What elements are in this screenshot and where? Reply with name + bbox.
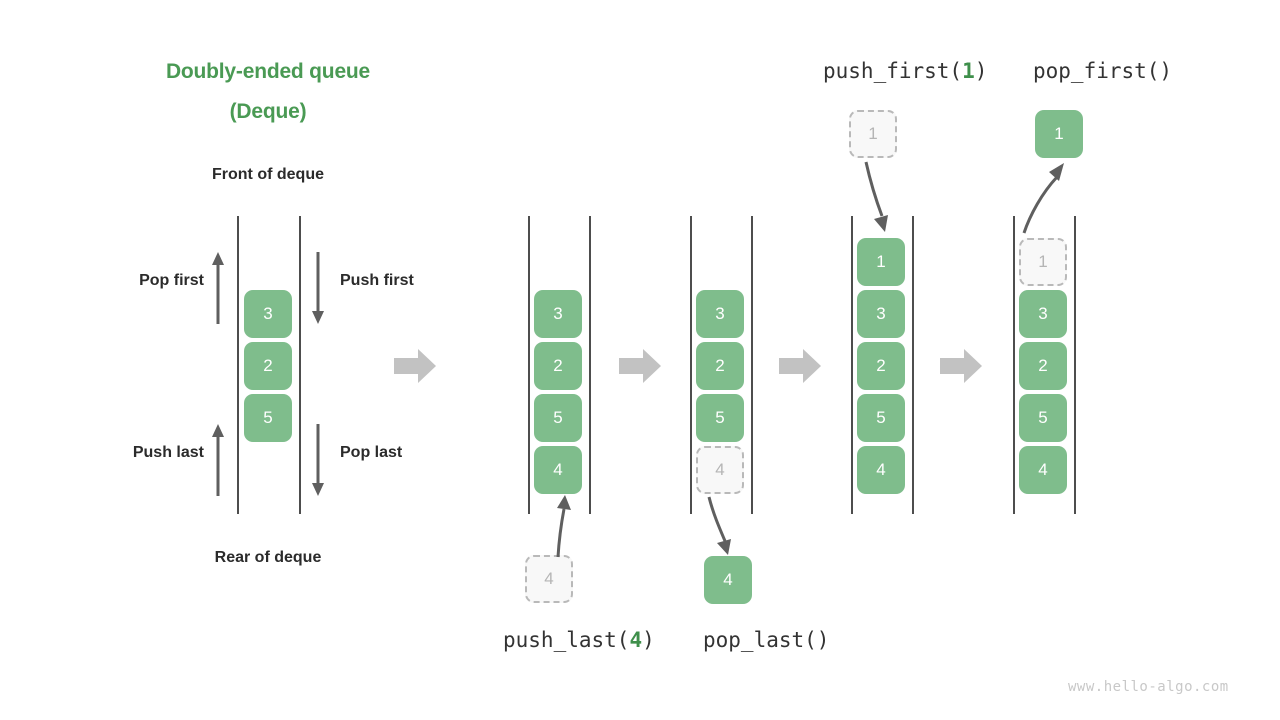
front-of-deque-label: Front of deque	[212, 166, 324, 183]
push-first-arrow-icon	[311, 252, 325, 324]
pop-first-arrow-icon	[211, 252, 225, 324]
push-last-op-close: )	[642, 628, 655, 652]
deque-item: 5	[1019, 394, 1067, 442]
deque-rail-right-p4	[912, 216, 914, 514]
deque-rail-right-p1	[299, 216, 301, 514]
page-title: Doubly-ended queue (Deque)	[143, 52, 393, 132]
deque-item-new: 1	[857, 238, 905, 286]
deque-rail-left-p4	[851, 216, 853, 514]
deque-rail-right-p5	[1074, 216, 1076, 514]
deque-item: 3	[696, 290, 744, 338]
transition-arrow-icon	[394, 347, 436, 385]
deque-item: 5	[244, 394, 292, 442]
pop-last-label: Pop last	[340, 444, 403, 461]
push-first-op-name: push_first(	[823, 59, 963, 83]
deque-rail-left-p1	[237, 216, 239, 514]
deque-rail-right-p3	[751, 216, 753, 514]
title-line-1: Doubly-ended queue	[165, 60, 371, 83]
deque-item: 2	[534, 342, 582, 390]
deque-item: 5	[534, 394, 582, 442]
push-last-op-arg: 4	[629, 628, 643, 652]
deque-item: 2	[244, 342, 292, 390]
deque-rail-right-p2	[589, 216, 591, 514]
deque-rail-left-p2	[528, 216, 530, 514]
removed-ghost-item: 4	[696, 446, 744, 494]
incoming-ghost-item: 1	[849, 110, 897, 158]
deque-item: 4	[857, 446, 905, 494]
push-first-op-arg: 1	[962, 59, 975, 83]
deque-item: 4	[1019, 446, 1067, 494]
deque-item: 3	[1019, 290, 1067, 338]
pop-last-operation-label: pop_last()	[703, 628, 829, 652]
pop-last-arrow-icon	[311, 424, 325, 496]
deque-item: 3	[244, 290, 292, 338]
deque-item-new: 4	[534, 446, 582, 494]
push-last-arrow-icon	[211, 424, 225, 496]
deque-item: 5	[696, 394, 744, 442]
deque-item: 3	[857, 290, 905, 338]
watermark: www.hello-algo.com	[1068, 679, 1229, 695]
push-first-label: Push first	[340, 272, 414, 289]
push-last-label: Push last	[132, 444, 204, 461]
push-first-op-close: )	[974, 59, 988, 83]
push-first-motion-arrow-icon	[864, 161, 904, 232]
title-line-2: (Deque)	[229, 100, 307, 123]
transition-arrow-icon	[940, 347, 982, 385]
popped-item: 1	[1035, 110, 1083, 158]
pop-last-motion-arrow-icon	[705, 496, 745, 555]
pop-first-label: Pop first	[139, 272, 204, 289]
deque-item: 2	[696, 342, 744, 390]
transition-arrow-icon	[779, 347, 821, 385]
removed-ghost-item: 1	[1019, 238, 1067, 286]
push-last-op-name: push_last(	[503, 628, 630, 652]
deque-item: 2	[857, 342, 905, 390]
push-last-operation-label: push_last(4)	[503, 628, 655, 652]
deque-item: 3	[534, 290, 582, 338]
pop-first-operation-label: pop_first()	[1033, 59, 1172, 83]
pop-first-op-name: pop_first()	[1033, 59, 1173, 83]
rear-of-deque-label: Rear of deque	[214, 549, 322, 566]
push-last-motion-arrow-icon	[540, 495, 580, 558]
transition-arrow-icon	[619, 347, 661, 385]
deque-rail-left-p5	[1013, 216, 1015, 514]
deque-item: 5	[857, 394, 905, 442]
deque-item: 2	[1019, 342, 1067, 390]
pop-first-motion-arrow-icon	[1020, 163, 1066, 234]
push-first-operation-label: push_first(1)	[823, 59, 987, 83]
popped-item: 4	[704, 556, 752, 604]
deque-rail-left-p3	[690, 216, 692, 514]
pop-last-op-name: pop_last()	[703, 628, 830, 652]
incoming-ghost-item: 4	[525, 555, 573, 603]
